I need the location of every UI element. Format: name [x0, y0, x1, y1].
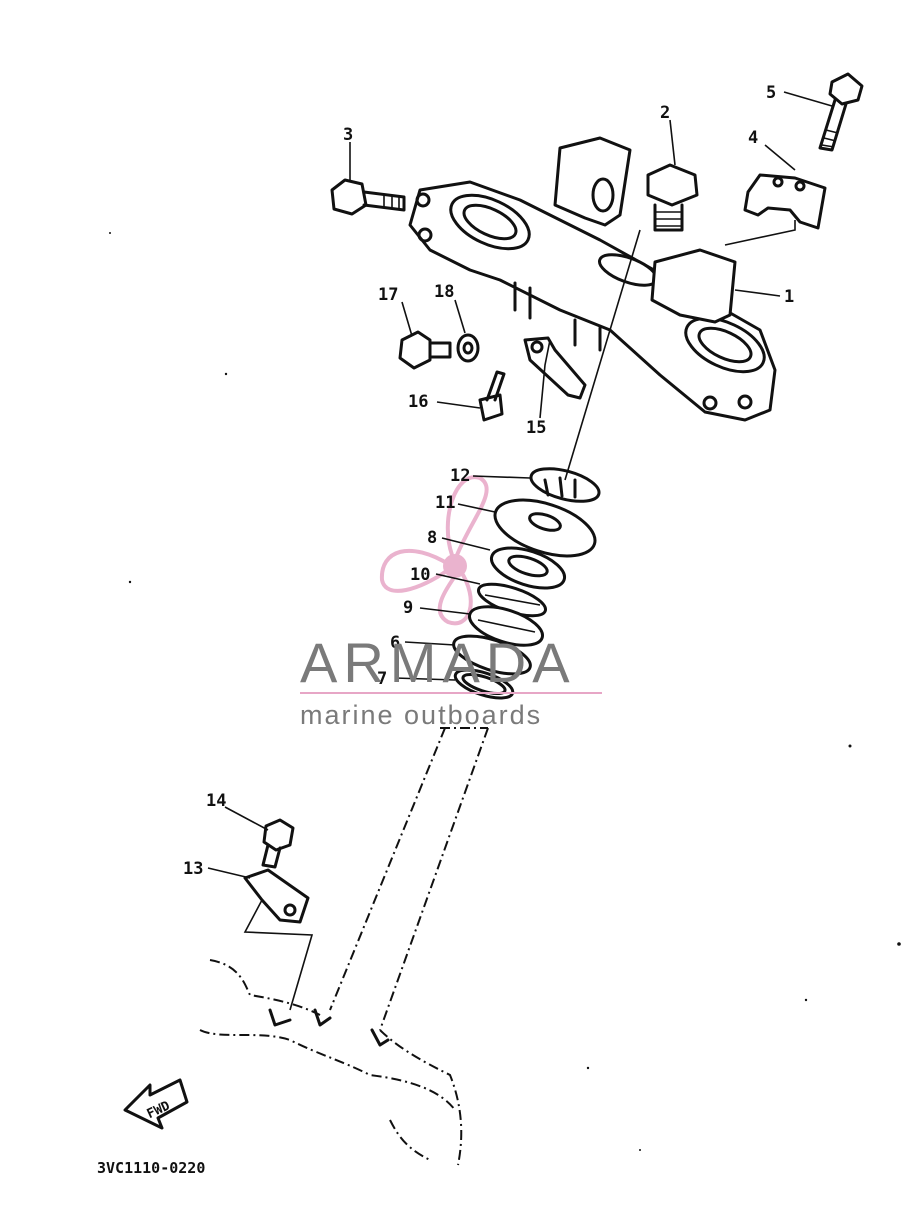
- callout-7: 7: [377, 669, 387, 689]
- watermark-tagline: marine outboards: [300, 700, 542, 730]
- callout-10: 10: [410, 565, 430, 585]
- callout-labels: 1 2 3 4 5 6 7 8 9 10 11 12 13 14 15 16 1…: [183, 83, 794, 879]
- callout-18: 18: [434, 282, 454, 302]
- steering-stem-bolt: [646, 163, 699, 232]
- callout-16: 16: [408, 392, 428, 412]
- holder-bolt: [818, 72, 864, 152]
- pinch-bolt: [330, 178, 406, 216]
- callout-4: 4: [748, 128, 758, 148]
- callout-12: 12: [450, 466, 470, 486]
- watermark: ARMADA marine outboards: [300, 631, 602, 730]
- callout-5: 5: [766, 83, 776, 103]
- bearing-stack: [452, 467, 601, 700]
- callout-1: 1: [784, 287, 794, 307]
- steering-stem-and-lower-bracket: [199, 727, 489, 1166]
- callout-8: 8: [427, 528, 437, 548]
- forward-arrow-icon: FWD: [123, 1078, 189, 1130]
- callout-11: 11: [435, 493, 455, 513]
- diagram-code: 3VC1110-0220: [97, 1159, 205, 1177]
- callout-3: 3: [343, 125, 353, 145]
- bolt-and-washer-group: [398, 330, 587, 422]
- bracket-and-bolt: [243, 818, 314, 1011]
- callout-2: 2: [660, 103, 670, 123]
- handlebar-holder: [743, 173, 827, 230]
- scan-noise: [109, 232, 901, 1151]
- callout-15: 15: [526, 418, 546, 438]
- callout-13: 13: [183, 859, 203, 879]
- watermark-propeller-logo: [379, 475, 489, 626]
- upper-bracket: [408, 136, 777, 422]
- callout-6: 6: [390, 633, 400, 653]
- callout-9: 9: [403, 598, 413, 618]
- leader-lines: [207, 91, 833, 879]
- watermark-brand: ARMADA: [300, 631, 576, 694]
- stem-axis-line: [564, 229, 641, 481]
- callout-17: 17: [378, 285, 398, 305]
- callout-14: 14: [206, 791, 226, 811]
